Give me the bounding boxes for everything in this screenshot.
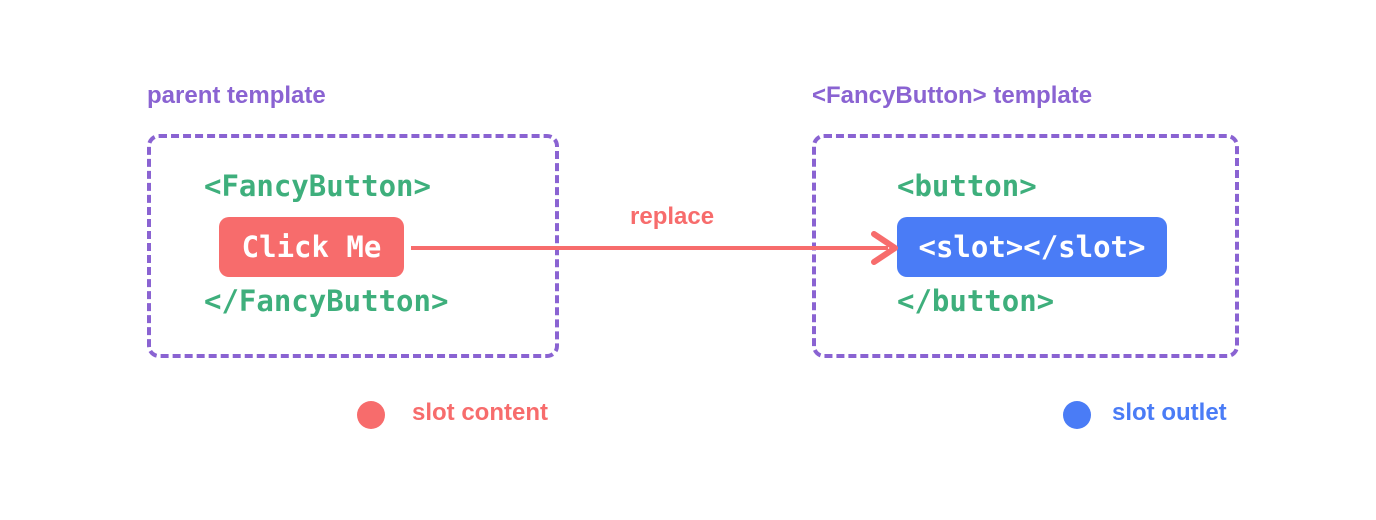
parent-template-label: parent template [147, 82, 326, 109]
click-me-label: Click Me [241, 230, 382, 264]
legend-slot-outlet-label: slot outlet [1112, 399, 1227, 426]
slot-content-chip: Click Me [219, 217, 404, 277]
button-open-tag: <button> [897, 169, 1037, 203]
legend-slot-content-label: slot content [412, 399, 548, 426]
replace-label: replace [630, 203, 715, 230]
fancybutton-open-tag: <FancyButton> [204, 169, 431, 203]
fancybutton-template-box: <button> <slot></slot> </button> [812, 134, 1239, 358]
slot-content-dot-icon [357, 401, 385, 429]
slot-outlet-chip: <slot></slot> [897, 217, 1167, 277]
slot-tags-label: <slot></slot> [918, 230, 1146, 264]
fancybutton-close-tag: </FancyButton> [204, 284, 449, 318]
button-close-tag: </button> [897, 284, 1055, 318]
slot-outlet-dot-icon [1063, 401, 1091, 429]
fancybutton-template-label: <FancyButton> template [812, 82, 1093, 109]
parent-template-box: <FancyButton> Click Me </FancyButton> [147, 134, 559, 358]
